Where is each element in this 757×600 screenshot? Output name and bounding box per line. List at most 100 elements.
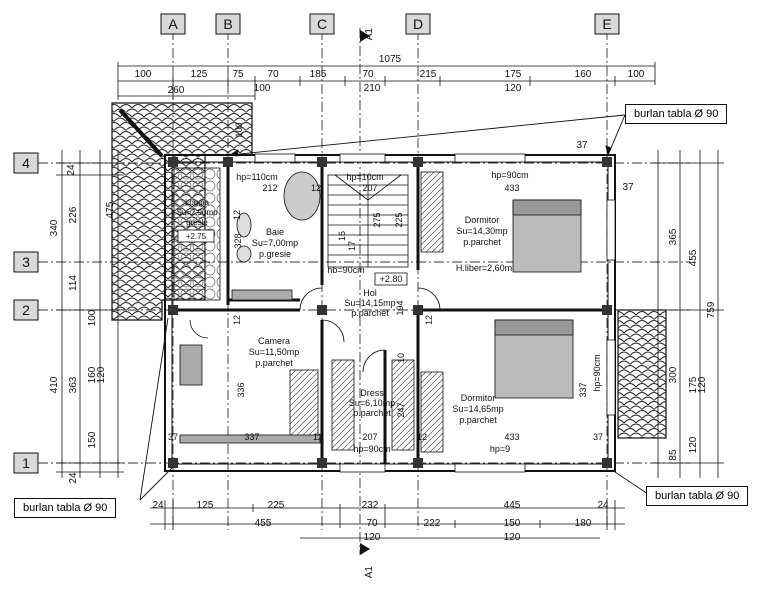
axis-label-box [405, 13, 431, 35]
callout-text: burlan tabla Ø 90 [634, 108, 719, 120]
wardrobe-5 [391, 359, 415, 451]
wardrobe-1 [420, 171, 444, 253]
dim-label: 225 [268, 500, 285, 511]
dim-label: 433 [504, 183, 519, 193]
interior-dims: 212 12 207 433 328 12 225 194 12 336 12 … [168, 122, 603, 442]
level-box [177, 229, 215, 243]
room-floor: p.gresie [259, 249, 291, 259]
dim-label: 120 [96, 366, 107, 383]
bathtub [283, 171, 321, 221]
callout-downpipe-bottom-left: burlan tabla Ø 90 [14, 498, 117, 518]
room-level: +2.80 [380, 274, 403, 284]
dim-label: 300 [668, 366, 679, 383]
room-name: Dormitor [465, 215, 500, 225]
room-area: Su=14,30mp [456, 226, 507, 236]
dim-label: 37 [168, 432, 178, 442]
dimension-bottom [150, 500, 625, 539]
room-area: Su=14,15mp [344, 298, 395, 308]
dim-label: 365 [668, 228, 679, 245]
dim-label: 232 [362, 500, 379, 511]
dim-label: 125 [197, 500, 214, 511]
room-name: Dress [360, 388, 384, 398]
axis-label-box [215, 13, 241, 35]
toilet [236, 212, 252, 238]
dim-overhang: 260 [168, 85, 185, 96]
room-area: Su=11,50mp [249, 347, 300, 357]
dim-total: 1075 [379, 54, 402, 65]
opening-label: hp=90cm [491, 170, 528, 180]
axis-label-box [13, 152, 39, 174]
room-floor: p.parchet [463, 237, 501, 247]
dimension-left-labels: 24 340 475 226 114 100 410 363 160 120 1… [49, 164, 116, 484]
windows [254, 153, 616, 473]
axis-label-3: 3 [22, 254, 30, 270]
room-area: Su=2,90mp [176, 208, 218, 217]
dim-label: 194 [395, 300, 405, 315]
dim-label: 37 [576, 140, 588, 151]
dim-label: 114 [68, 275, 79, 291]
dim-label: 185 [310, 69, 327, 80]
dim-label: 226 [68, 206, 79, 223]
axis-label-box [13, 251, 39, 273]
opening-label: hp=90cm [592, 354, 602, 391]
dim-label: 410 [49, 376, 60, 393]
staircase [327, 174, 409, 268]
room-name: Baie [266, 227, 284, 237]
opening-label: hp=9 [490, 444, 510, 454]
dim-label: 24 [68, 472, 79, 484]
callout-downpipe-top-right: burlan tabla Ø 90 [625, 104, 728, 124]
section-label-bottom: A1 [364, 566, 375, 579]
dim-label: 100 [87, 309, 98, 326]
dim-label: 215 [420, 69, 437, 80]
dim-label: 85 [668, 449, 679, 461]
axis-label-box [309, 13, 335, 35]
dim-label: 212 [262, 183, 277, 193]
axis-label-b: B [223, 16, 232, 32]
dim-label: 207 [362, 183, 377, 193]
room-name: Camera [258, 336, 290, 346]
dim-label: 337 [578, 382, 588, 397]
dim-label: 175 [505, 69, 522, 80]
dim-label: 150 [504, 518, 521, 529]
dim-label: 120 [688, 436, 699, 453]
dim-label: 37 [622, 182, 634, 193]
callout-downpipe-bottom-right: burlan tabla Ø 90 [646, 486, 749, 506]
opening-label: hp=110cm [236, 172, 278, 182]
axis-label-box [594, 13, 620, 35]
room-area: Su=6,10mp [349, 398, 395, 408]
dim-label: 336 [236, 382, 246, 397]
dim-label: 75 [232, 69, 244, 80]
dim-label: 12 [232, 315, 242, 325]
dim-label: 207 [362, 432, 377, 442]
dim-label: 12 [417, 432, 427, 442]
dimension-top [117, 62, 656, 100]
wardrobe-3 [289, 369, 319, 441]
dim-label: 328 [233, 233, 243, 248]
room-loggia: Loggia Su=2,90mp gresie +2.75 [176, 198, 218, 243]
callout-leaders [139, 114, 649, 501]
dim-label: 16 [337, 231, 347, 241]
dim-label: 340 [49, 219, 60, 236]
dim-label: 17 [347, 241, 357, 251]
dim-label: 445 [504, 500, 521, 511]
wardrobe-2 [420, 371, 444, 453]
dim-label: 12 [232, 210, 242, 220]
sink [236, 245, 252, 263]
opening-label: hb=90cm [327, 265, 364, 275]
dim-label: 120 [504, 532, 521, 543]
axis-label-c: C [317, 16, 327, 32]
room-hall: +2.80 Hol Su=14,15mp p.parchet [344, 272, 408, 318]
dim-label: 363 [68, 376, 79, 393]
dim-label: 12 [311, 183, 321, 193]
room-height: H.liber=2,60m [456, 263, 512, 273]
room-name: Dormitor [461, 393, 496, 403]
dim-label: 160 [575, 69, 592, 80]
axis-number-labels: 4 3 2 1 [13, 152, 39, 474]
room-floor: p.parchet [459, 415, 497, 425]
dim-label: 100 [628, 69, 645, 80]
building-walls [164, 154, 616, 472]
room-name: Hol [363, 288, 377, 298]
room-bedroom-1: Dormitor Su=14,30mp p.parchet H.liber=2,… [456, 215, 512, 273]
dimension-top-labels: 1075 100 125 75 70 185 70 215 175 160 10… [135, 54, 645, 96]
opening-label: hp=10cm [346, 172, 383, 182]
